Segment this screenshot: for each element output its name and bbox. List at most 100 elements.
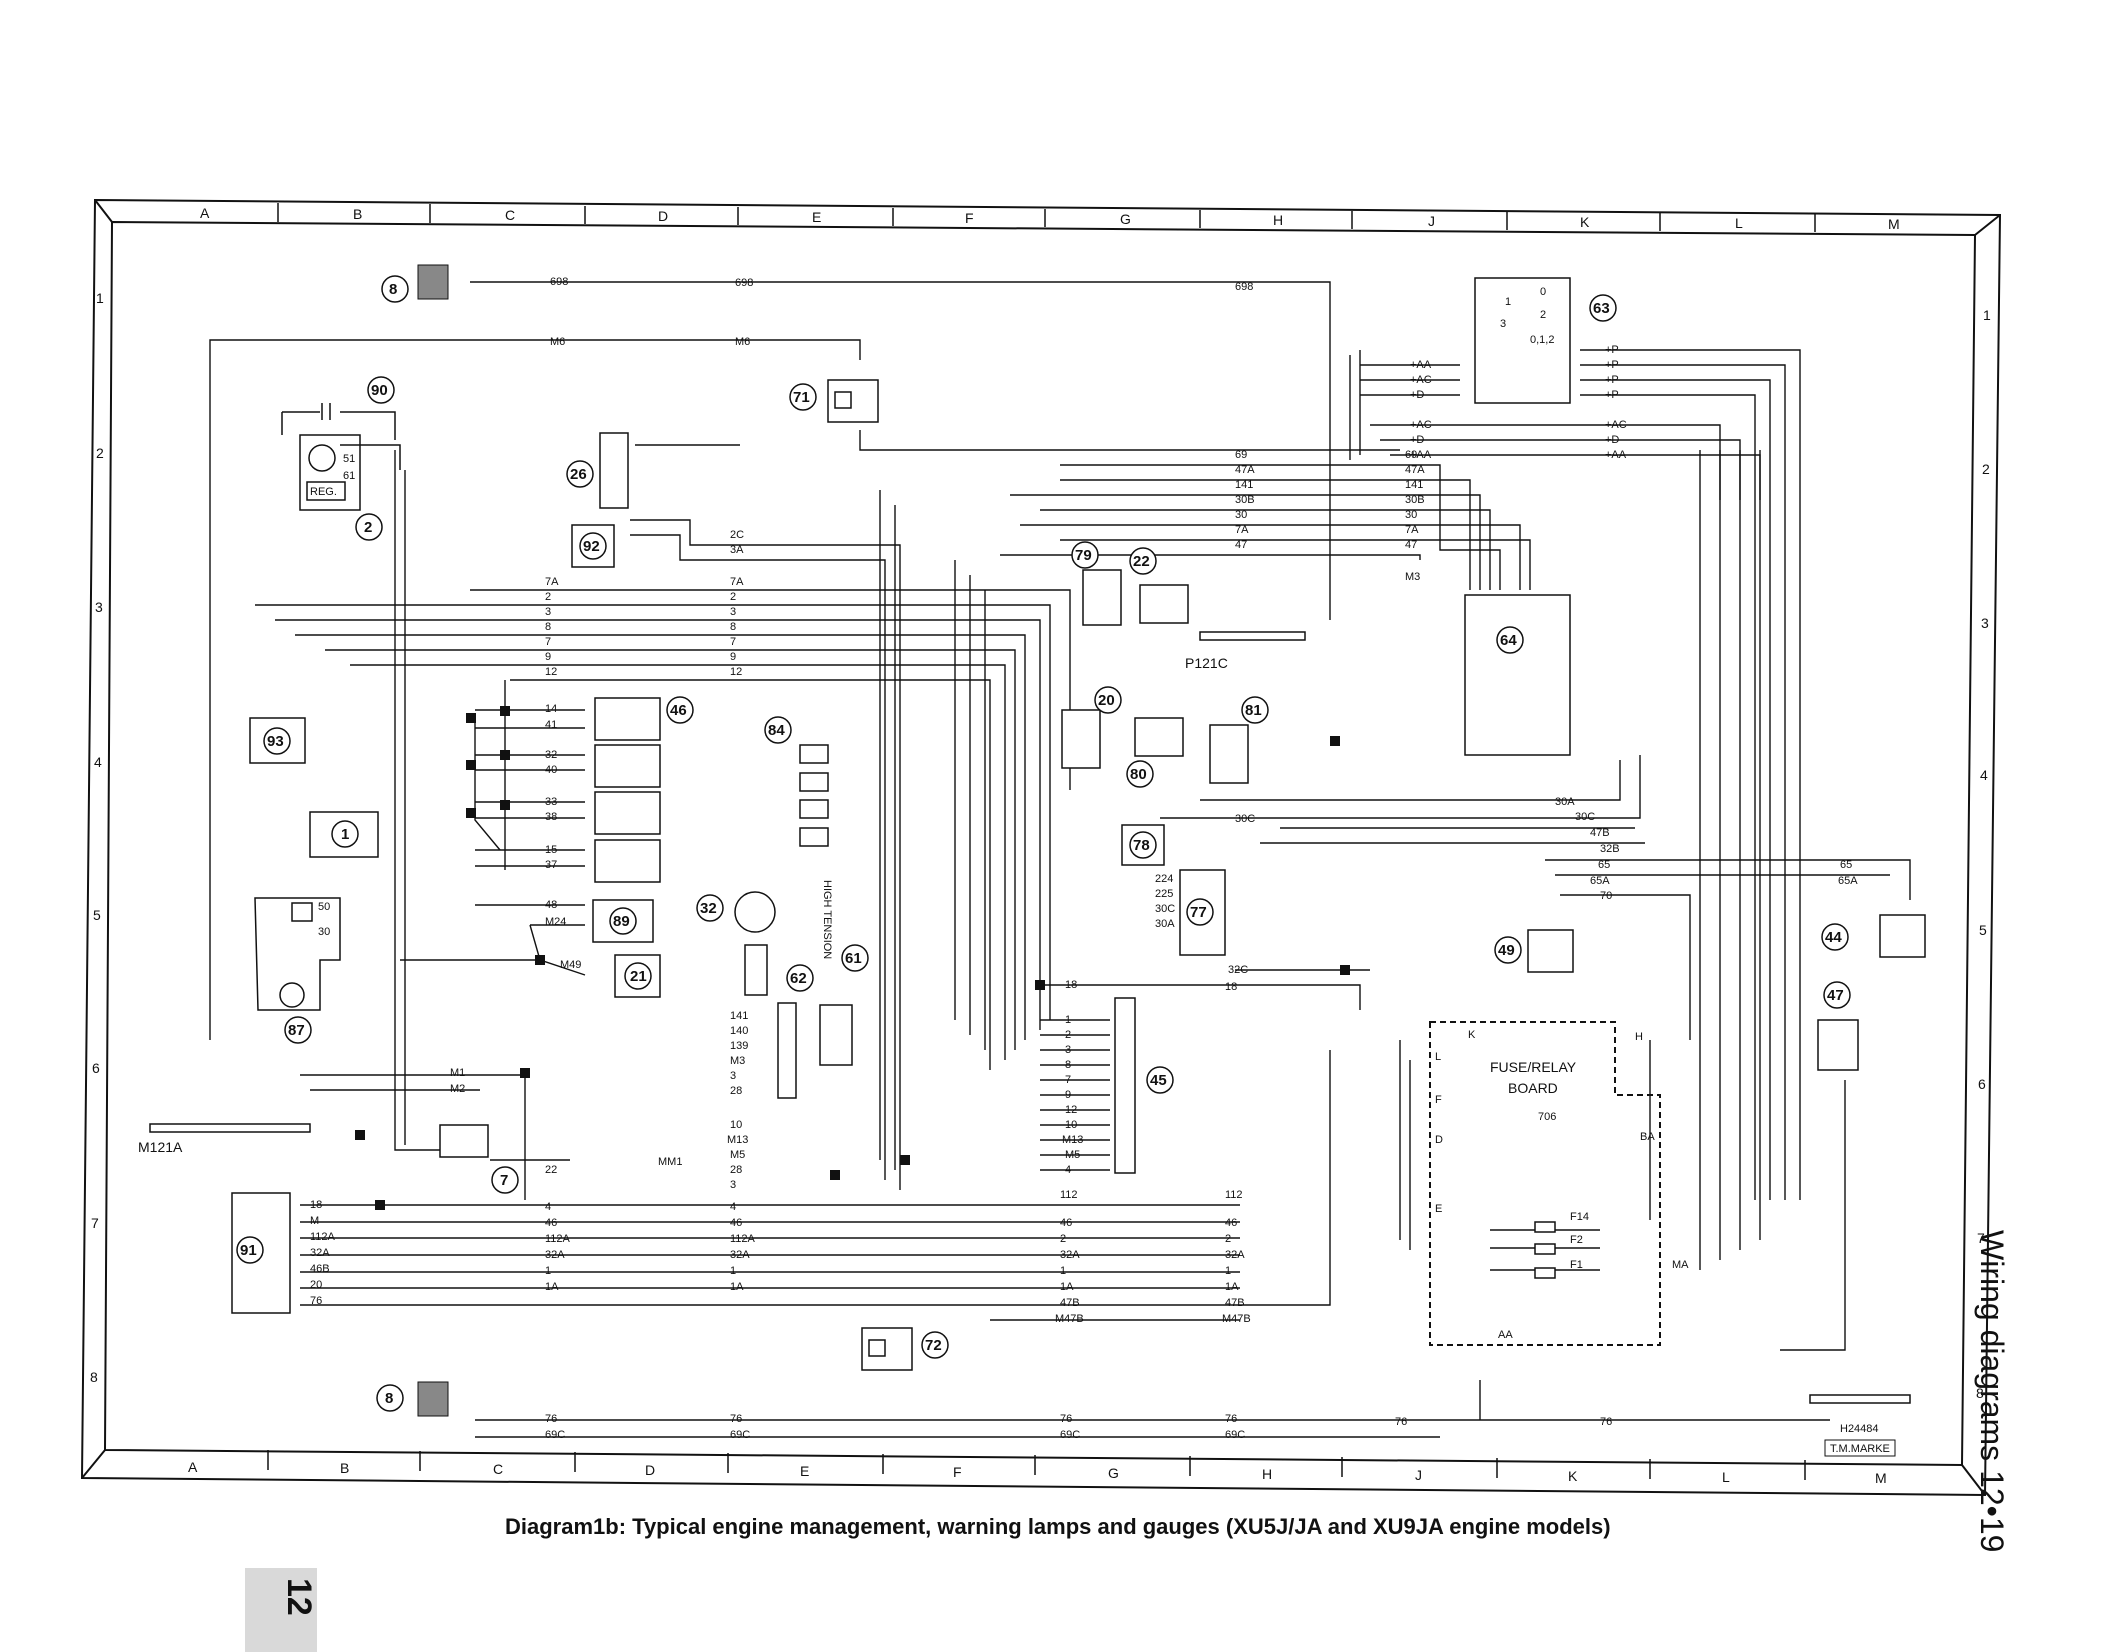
component-62[interactable]: 62	[744, 944, 814, 1099]
svg-text:F: F	[953, 1464, 962, 1480]
svg-text:C: C	[493, 1461, 503, 1477]
svg-text:7: 7	[730, 636, 736, 648]
svg-text:12: 12	[545, 666, 557, 678]
svg-text:30: 30	[318, 926, 330, 938]
svg-text:2: 2	[730, 591, 736, 603]
component-8-top[interactable]: 8	[381, 264, 449, 303]
component-32-distributor[interactable]: 32	[696, 891, 776, 933]
svg-text:69C: 69C	[1060, 1429, 1080, 1441]
svg-text:FUSE/RELAY: FUSE/RELAY	[1490, 1059, 1577, 1075]
svg-text:A: A	[188, 1459, 198, 1475]
connector-p121c	[1199, 631, 1306, 641]
component-64-ecu[interactable]: 64	[1464, 594, 1571, 756]
component-2-alternator[interactable]	[281, 403, 401, 511]
svg-text:F1: F1	[1570, 1259, 1583, 1271]
fuse-relay-board[interactable]	[1429, 1021, 1661, 1346]
grid-rows-left: 1 2 3 4 5 6 7 8	[90, 290, 104, 1385]
svg-text:E: E	[812, 209, 821, 225]
component-81-sensor[interactable]: 81	[1209, 696, 1269, 784]
svg-text:65A: 65A	[1838, 875, 1858, 887]
svg-text:+AA: +AA	[1605, 449, 1627, 461]
component-89[interactable]: 89	[592, 899, 654, 943]
component-21[interactable]: 21	[614, 954, 661, 998]
label-high-tension: HIGH TENSION	[821, 880, 833, 959]
svg-text:76: 76	[1600, 1416, 1612, 1428]
svg-text:G: G	[1120, 211, 1131, 227]
svg-text:4: 4	[545, 1201, 551, 1213]
svg-text:H: H	[1635, 1031, 1643, 1043]
svg-text:32A: 32A	[310, 1247, 330, 1259]
svg-text:10: 10	[1065, 1119, 1077, 1131]
component-77[interactable]: 77	[1179, 869, 1226, 956]
svg-text:D: D	[1435, 1134, 1443, 1146]
component-7[interactable]: 7	[439, 1124, 519, 1194]
svg-text:76: 76	[545, 1413, 557, 1425]
component-78[interactable]: 78	[1121, 824, 1165, 866]
svg-text:30B: 30B	[1405, 494, 1425, 506]
component-22-switch[interactable]: 22	[1129, 547, 1189, 624]
svg-text:89: 89	[613, 913, 630, 930]
svg-text:69: 69	[1235, 449, 1247, 461]
component-8-bottom[interactable]: 8	[376, 1381, 449, 1417]
grid-rows-right: 1 2 3 4 5 6 7 8	[1976, 307, 1991, 1401]
component-1[interactable]: 1	[309, 811, 379, 858]
svg-text:M: M	[1875, 1470, 1887, 1486]
svg-text:+P: +P	[1605, 374, 1619, 386]
svg-text:K: K	[1580, 214, 1590, 230]
wire-labels: 698 698 698 M6 M6 69 47A 141 30B 30 7A 4…	[310, 276, 1858, 1441]
svg-text:1: 1	[1060, 1265, 1066, 1277]
component-72-relay[interactable]	[861, 1327, 913, 1371]
component-80-switch[interactable]: 80	[1126, 717, 1184, 788]
svg-text:2: 2	[364, 519, 372, 536]
svg-text:M: M	[1888, 216, 1900, 232]
svg-text:M13: M13	[727, 1134, 748, 1146]
component-79-sensor[interactable]: 79	[1071, 541, 1122, 626]
svg-text:21: 21	[630, 968, 647, 985]
svg-text:4: 4	[730, 1201, 736, 1213]
component-46-injectors[interactable]	[594, 697, 661, 883]
svg-text:30: 30	[1235, 509, 1247, 521]
component-45-connector[interactable]: 45	[1114, 997, 1174, 1174]
component-84[interactable]	[799, 744, 829, 847]
component-71-relay[interactable]	[827, 379, 879, 423]
svg-text:45: 45	[1150, 1072, 1167, 1089]
svg-text:32: 32	[700, 900, 717, 917]
svg-text:L: L	[1735, 215, 1743, 231]
svg-text:22: 22	[1133, 553, 1150, 570]
svg-text:46B: 46B	[310, 1263, 330, 1275]
svg-text:7A: 7A	[730, 576, 744, 588]
component-91[interactable]: 91	[231, 1192, 291, 1314]
page-running-title: Wiring diagrams 12•19	[1974, 1230, 2010, 1553]
component-93[interactable]: 93	[249, 717, 306, 764]
component-label-72: 72	[921, 1331, 949, 1359]
svg-text:1A: 1A	[1060, 1281, 1074, 1293]
component-92[interactable]: 92	[571, 524, 615, 568]
svg-text:1: 1	[1983, 307, 1991, 323]
svg-text:M13: M13	[1062, 1134, 1083, 1146]
svg-text:1: 1	[1505, 296, 1511, 308]
svg-text:2: 2	[1225, 1233, 1231, 1245]
component-49-switch[interactable]: 49	[1494, 929, 1574, 973]
svg-text:8: 8	[385, 1390, 393, 1407]
svg-text:65: 65	[1598, 859, 1610, 871]
component-87[interactable]	[254, 897, 341, 1011]
component-63-switch[interactable]: 63	[1474, 277, 1617, 404]
component-44-relay[interactable]: 44	[1821, 914, 1926, 958]
svg-text:M47B: M47B	[1222, 1313, 1251, 1325]
svg-text:BOARD: BOARD	[1508, 1080, 1558, 1096]
svg-text:76: 76	[310, 1295, 322, 1307]
component-26[interactable]: 26	[566, 432, 629, 509]
svg-text:90: 90	[371, 382, 388, 399]
svg-text:+AC: +AC	[1410, 374, 1432, 386]
svg-text:+P: +P	[1605, 344, 1619, 356]
svg-text:REG.: REG.	[310, 486, 337, 498]
component-20-sensor[interactable]: 20	[1061, 686, 1122, 769]
svg-text:46: 46	[730, 1217, 742, 1229]
svg-text:8: 8	[1976, 1385, 1984, 1401]
component-61-ignition-coil[interactable]: 61	[819, 944, 869, 1066]
svg-text:51: 51	[343, 453, 355, 465]
svg-text:0,1,2: 0,1,2	[1530, 334, 1554, 346]
svg-text:141: 141	[1235, 479, 1253, 491]
component-47-motor[interactable]: 47	[1817, 981, 1859, 1071]
